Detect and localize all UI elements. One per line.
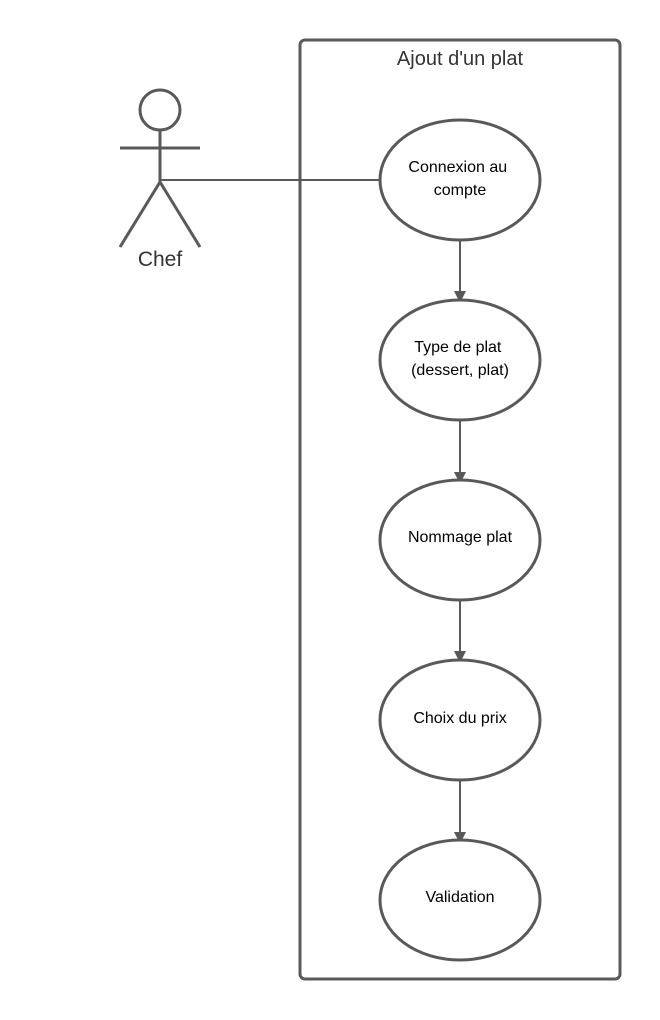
system-title: Ajout d'un plat (397, 48, 524, 70)
use-case-ellipse (378, 478, 542, 602)
use-case-nommage-plat[interactable]: Nommage plat (378, 478, 542, 602)
actor-chef[interactable]: Chef (118, 88, 202, 271)
use-case-label-line-1: Nommage plat (408, 529, 513, 546)
use-case-ellipse (378, 118, 542, 242)
use-case-ellipse (378, 838, 542, 962)
system-boundary[interactable] (298, 38, 622, 981)
use-case-label-line-1: Choix du prix (413, 710, 506, 727)
use-case-label-line-2: compte (434, 182, 487, 199)
use-case-label-line-1: Type de plat (414, 339, 502, 356)
use-case-ellipse (378, 298, 542, 422)
use-case-label-line-1: Connexion au (408, 159, 507, 176)
use-case-ellipse (378, 658, 542, 782)
actor-right-leg (158, 181, 202, 248)
use-case-label: Connexion au compte (408, 159, 511, 199)
use-case-label: Validation (425, 889, 494, 906)
use-case-label-line-1: Validation (425, 889, 494, 906)
use-case-label-line-2: (dessert, plat) (411, 362, 509, 379)
actor-head (138, 88, 182, 132)
use-case-connexion-au-compte[interactable]: Connexion au compte (378, 118, 542, 242)
actor-left-leg (118, 181, 162, 248)
use-case-label: Nommage plat (408, 529, 513, 546)
use-case-label: Choix du prix (413, 710, 506, 727)
use-case-label: Type de plat (dessert, plat) (411, 339, 509, 379)
use-case-choix-du-prix[interactable]: Choix du prix (378, 658, 542, 782)
use-case-validation[interactable]: Validation (378, 838, 542, 962)
actor-label: Chef (138, 248, 183, 271)
use-case-type-de-plat[interactable]: Type de plat (dessert, plat) (378, 298, 542, 422)
